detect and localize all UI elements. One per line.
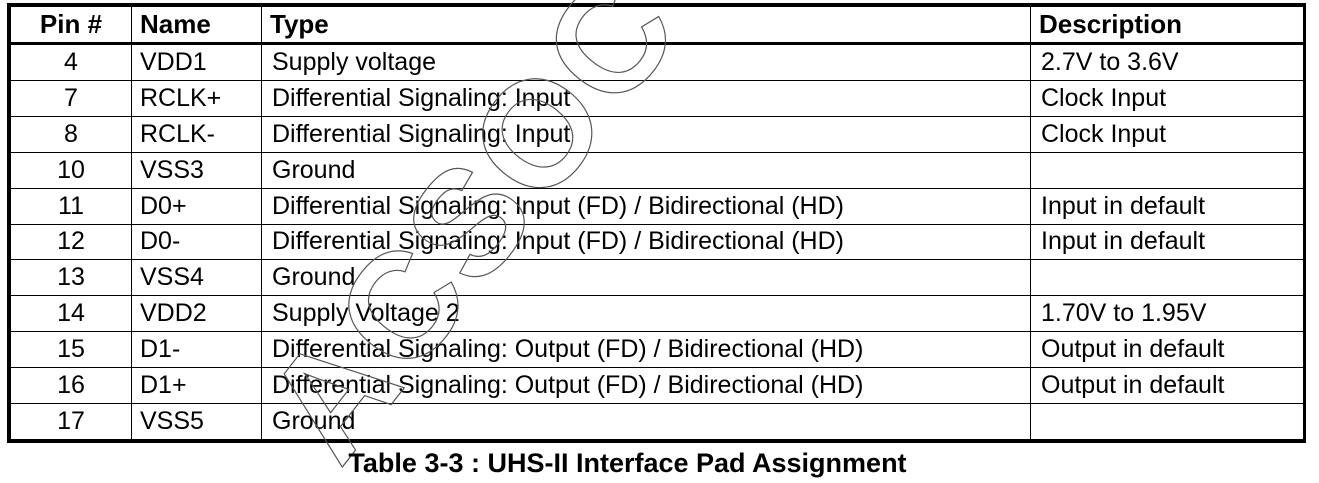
pin-cell: 4: [10, 43, 132, 81]
description-cell: Clock Input: [1030, 79, 1304, 117]
name-cell: RCLK+: [131, 79, 262, 117]
name-cell: VDD1: [131, 43, 262, 81]
table-row: 14 VDD2 Supply Voltage 2 1.70V to 1.95V: [10, 295, 1304, 333]
table-row: 11 D0+ Differential Signaling: Input (FD…: [10, 187, 1304, 225]
type-cell: Differential Signaling: Input (FD) / Bid…: [261, 223, 1031, 261]
description-cell: 1.70V to 1.95V: [1030, 295, 1304, 333]
table-row: 17 VSS5 Ground: [10, 402, 1304, 441]
table-row: 8 RCLK- Differential Signaling: Input Cl…: [10, 115, 1304, 153]
pin-cell: 13: [10, 259, 132, 297]
table-row: 16 D1+ Differential Signaling: Output (F…: [10, 367, 1304, 404]
header-name: Name: [131, 6, 262, 45]
pin-cell: 8: [10, 115, 132, 153]
description-cell: Input in default: [1030, 187, 1304, 225]
description-cell: Clock Input: [1030, 115, 1304, 153]
description-cell: [1030, 259, 1304, 297]
pin-cell: 7: [10, 79, 132, 117]
description-cell: [1030, 151, 1304, 189]
pin-cell: 12: [10, 223, 132, 261]
name-cell: D0+: [131, 187, 262, 225]
table-row: 4 VDD1 Supply voltage 2.7V to 3.6V: [10, 43, 1304, 81]
type-cell: Ground: [261, 151, 1031, 189]
table-row: 12 D0- Differential Signaling: Input (FD…: [10, 223, 1304, 261]
pad-assignment-table-frame: Pin # Name Type Description 4 VDD1 Suppl…: [7, 3, 1306, 443]
pin-cell: 11: [10, 187, 132, 225]
name-cell: D0-: [131, 223, 262, 261]
type-cell: Differential Signaling: Input: [261, 79, 1031, 117]
description-cell: 2.7V to 3.6V: [1030, 43, 1304, 81]
table-header: Pin # Name Type Description: [10, 6, 1304, 45]
type-cell: Differential Signaling: Output (FD) / Bi…: [261, 331, 1031, 369]
name-cell: RCLK-: [131, 115, 262, 153]
type-cell: Differential Signaling: Input: [261, 115, 1031, 153]
header-type: Type: [261, 6, 1031, 45]
name-cell: VSS3: [131, 151, 262, 189]
pin-cell: 14: [10, 295, 132, 333]
pin-cell: 10: [10, 151, 132, 189]
type-cell: Supply Voltage 2: [261, 295, 1031, 333]
name-cell: VDD2: [131, 295, 262, 333]
description-cell: Output in default: [1030, 367, 1304, 404]
table-row: 7 RCLK+ Differential Signaling: Input Cl…: [10, 79, 1304, 117]
table-caption: Table 3-3 : UHS-II Interface Pad Assignm…: [348, 448, 907, 478]
name-cell: VSS4: [131, 259, 262, 297]
name-cell: D1-: [131, 331, 262, 369]
name-cell: VSS5: [131, 402, 262, 441]
description-cell: [1030, 402, 1304, 441]
type-cell: Differential Signaling: Output (FD) / Bi…: [261, 367, 1031, 404]
table-body: 4 VDD1 Supply voltage 2.7V to 3.6V 7 RCL…: [10, 43, 1304, 441]
pin-cell: 15: [10, 331, 132, 369]
pin-cell: 16: [10, 367, 132, 404]
description-cell: Input in default: [1030, 223, 1304, 261]
type-cell: Differential Signaling: Input (FD) / Bid…: [261, 187, 1031, 225]
pin-cell: 17: [10, 402, 132, 441]
table-row: 13 VSS4 Ground: [10, 259, 1304, 297]
description-cell: Output in default: [1030, 331, 1304, 369]
table-row: 15 D1- Differential Signaling: Output (F…: [10, 331, 1304, 369]
type-cell: Supply voltage: [261, 43, 1031, 81]
type-cell: Ground: [261, 259, 1031, 297]
table-row: 10 VSS3 Ground: [10, 151, 1304, 189]
pad-assignment-table: Pin # Name Type Description 4 VDD1 Suppl…: [10, 6, 1304, 441]
name-cell: D1+: [131, 367, 262, 404]
header-description: Description: [1030, 6, 1304, 45]
header-row: Pin # Name Type Description: [10, 6, 1304, 45]
header-pin: Pin #: [10, 6, 132, 45]
type-cell: Ground: [261, 402, 1031, 441]
